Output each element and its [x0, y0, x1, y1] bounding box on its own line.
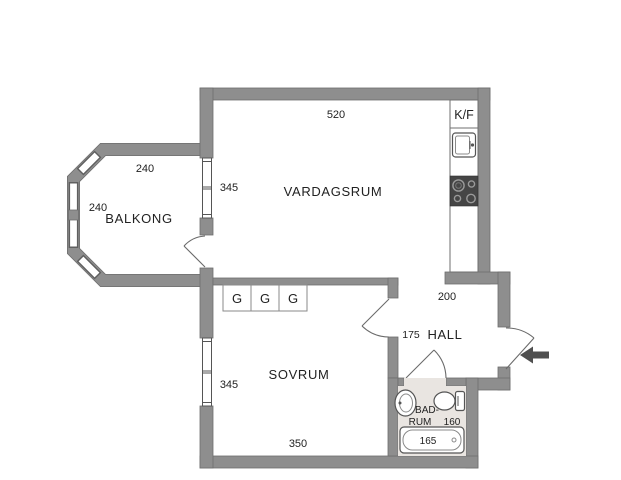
washbasin-icon — [394, 389, 417, 417]
room-label-sovrum: SOVRUM — [269, 367, 330, 382]
bathroom-width-dim: 160 — [444, 417, 461, 428]
wall-left-between-window-door — [199, 217, 214, 236]
balcony-railing-window-west — [68, 182, 79, 248]
wardrobe-label: G — [288, 291, 298, 306]
bedroom-window — [202, 337, 212, 407]
wall-left-mid — [199, 267, 214, 339]
wall-hall-right — [497, 271, 511, 328]
wall-top — [199, 87, 491, 101]
apartment-walls — [199, 87, 511, 469]
wardrobes: G G G — [222, 284, 308, 312]
room-label-vardagsrum: VARDAGSRUM — [284, 184, 383, 199]
balkong-depth-dim: 240 — [89, 202, 107, 214]
wall-hall-left — [387, 336, 399, 379]
wall-right-kitchen — [477, 87, 491, 285]
bedroom-door — [361, 298, 390, 338]
wall-bathroom-left — [387, 377, 399, 457]
wardrobe-label: G — [260, 291, 270, 306]
wall-bathroom-right — [465, 377, 479, 469]
stove-4-burner-icon — [449, 175, 479, 207]
room-label-hall: HALL — [427, 327, 462, 342]
hall-depth-dim: 175 — [402, 329, 420, 341]
sink-icon — [451, 132, 477, 158]
bathroom-label-line1: BAD- — [415, 405, 439, 416]
wall-bathroom-top-left — [397, 377, 405, 387]
bathroom-label-line2: RUM — [409, 417, 432, 428]
wall-bottom — [199, 455, 479, 469]
labels: VARDAGSRUM 520 345 BALKONG 240 240 SOVRU… — [89, 109, 462, 450]
wardrobe-box — [250, 284, 280, 312]
fridge-freezer-label: K/F — [454, 108, 474, 122]
entry-arrow-left-icon — [520, 346, 549, 364]
toilet-icon — [433, 390, 466, 412]
bathtub-length-dim: 165 — [420, 436, 437, 447]
wardrobe-label: G — [232, 291, 242, 306]
wall-hall-left-jamb — [387, 277, 399, 299]
wall-bathroom-top-right — [445, 377, 467, 387]
railing-post — [68, 209, 79, 221]
balcony-railing-window-nw — [76, 150, 102, 176]
wardrobe-box — [278, 284, 308, 312]
bathtub-icon — [399, 426, 465, 454]
wall-livingroom-bedroom — [212, 277, 399, 286]
vardagsrum-width-dim: 520 — [327, 109, 345, 121]
vardagsrum-height-dim: 345 — [220, 182, 238, 194]
livingroom-window — [202, 157, 212, 219]
balkong-width-dim: 240 — [136, 163, 154, 175]
bathroom-doorway-floor — [404, 378, 446, 386]
wall-left-lower — [199, 405, 214, 469]
kitchen-counter: K/F — [449, 99, 479, 273]
bathroom-door — [405, 349, 447, 379]
entry-door — [505, 327, 535, 370]
room-label-balkong: BALKONG — [105, 211, 172, 226]
hall-width-dim: 200 — [438, 291, 456, 303]
bathroom: BAD- RUM 160 165 — [394, 378, 466, 456]
wall-left-upper — [199, 87, 214, 159]
sovrum-height-dim: 345 — [220, 379, 238, 391]
balcony-door — [183, 235, 206, 268]
balcony-railing-window-sw — [76, 254, 102, 280]
balcony-bay-walls — [67, 143, 213, 287]
sovrum-width-dim: 350 — [289, 438, 307, 450]
